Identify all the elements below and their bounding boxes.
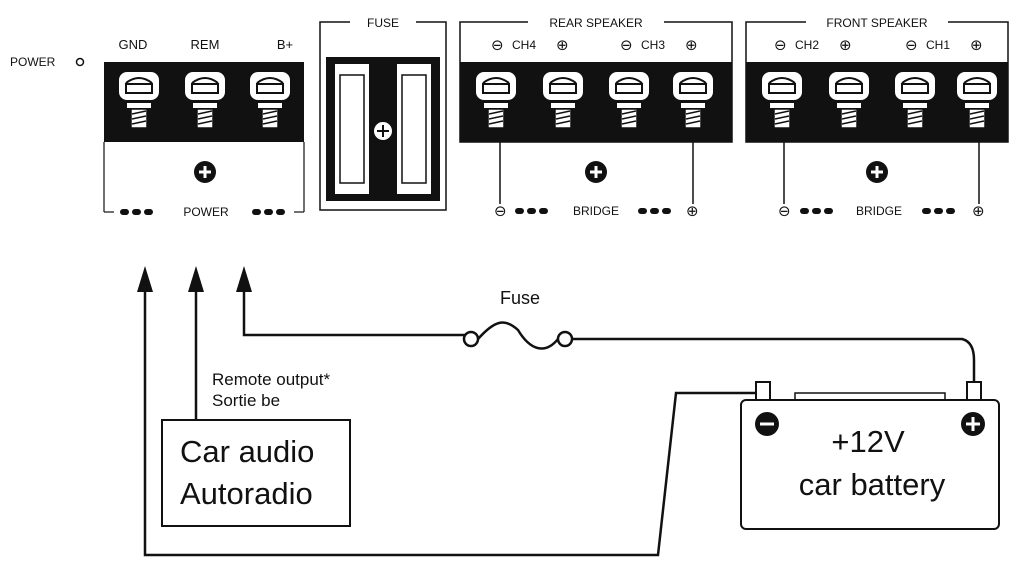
rear-speaker-title: REAR SPEAKER (549, 16, 643, 30)
remote-output-label: Remote output* (212, 370, 331, 389)
rem-arrow-icon (188, 266, 204, 292)
gnd-terminal[interactable] (112, 65, 166, 137)
battery-neg-post (755, 381, 771, 401)
fuse-element (477, 321, 559, 350)
battery-label: car battery (799, 467, 946, 502)
front-speaker-block: FRONT SPEAKER ⊖ CH2 ⊕ ⊖ CH1 ⊕ ⊖ BRIDGE ⊕ (745, 14, 1009, 220)
svg-text:⊖: ⊖ (620, 36, 633, 54)
svg-text:⊕: ⊕ (686, 202, 699, 220)
rear-bridge-label: BRIDGE (573, 204, 619, 218)
fuse-holder: FUSE (319, 14, 447, 211)
rear-speaker-block: REAR SPEAKER ⊖ CH4 ⊕ ⊖ CH3 ⊕ ⊖ BRIDGE ⊕ (459, 14, 733, 220)
svg-text:⊕: ⊕ (839, 36, 852, 54)
svg-text:⊕: ⊕ (685, 36, 698, 54)
svg-text:⊕: ⊕ (972, 202, 985, 220)
inline-fuse-label: Fuse (500, 288, 540, 308)
ch1-minus-terminal[interactable] (888, 65, 942, 137)
svg-text:⊖: ⊖ (494, 202, 507, 220)
svg-text:⊖: ⊖ (774, 36, 787, 54)
ch2-label: CH2 (795, 38, 819, 52)
front-speaker-title: FRONT SPEAKER (826, 16, 927, 30)
ch4-minus-terminal[interactable] (469, 65, 523, 137)
fuse-title: FUSE (367, 16, 399, 30)
power-led: POWER (10, 55, 85, 69)
wire-arrows (137, 266, 252, 292)
gnd-arrow-icon (137, 266, 153, 292)
ch4-label: CH4 (512, 38, 536, 52)
ch2-plus-terminal[interactable] (822, 65, 876, 137)
rem-label: REM (191, 37, 220, 52)
remote-output-label-fr: Sortie be (212, 391, 280, 410)
power-terminal-block: GND REM B+ POWER (103, 37, 305, 219)
svg-text:⊕: ⊕ (970, 36, 983, 54)
inline-fuse: Fuse (462, 288, 574, 350)
ch4-plus-terminal[interactable] (536, 65, 590, 137)
bplus-wire-amp-side (242, 290, 465, 337)
ch1-label: CH1 (926, 38, 950, 52)
bplus-terminal[interactable] (243, 65, 297, 137)
ch3-minus-terminal[interactable] (602, 65, 656, 137)
car-battery: +12V car battery (740, 381, 1000, 530)
ch1-plus-terminal[interactable] (950, 65, 1004, 137)
ch3-plus-terminal[interactable] (666, 65, 720, 137)
power-group-label: POWER (183, 205, 229, 219)
svg-text:⊖: ⊖ (491, 36, 504, 54)
battery-pos-post (966, 381, 982, 401)
battery-voltage-label: +12V (831, 424, 905, 459)
rem-terminal[interactable] (178, 65, 232, 137)
svg-text:⊖: ⊖ (905, 36, 918, 54)
gnd-label: GND (119, 37, 148, 52)
front-bridge-label: BRIDGE (856, 204, 902, 218)
car-audio-head-unit: Car audio Autoradio (161, 419, 351, 527)
power-led-indicator (75, 57, 85, 67)
bplus-wire-battery-side (571, 337, 976, 384)
battery-body (740, 399, 1000, 530)
bplus-label: B+ (277, 37, 293, 52)
head-unit-label-fr: Autoradio (180, 476, 313, 511)
power-led-label: POWER (10, 55, 56, 69)
ch3-label: CH3 (641, 38, 665, 52)
bplus-arrow-icon (236, 266, 252, 292)
svg-text:⊕: ⊕ (556, 36, 569, 54)
svg-text:⊖: ⊖ (778, 202, 791, 220)
ch2-minus-terminal[interactable] (755, 65, 809, 137)
head-unit-label: Car audio (180, 434, 314, 469)
